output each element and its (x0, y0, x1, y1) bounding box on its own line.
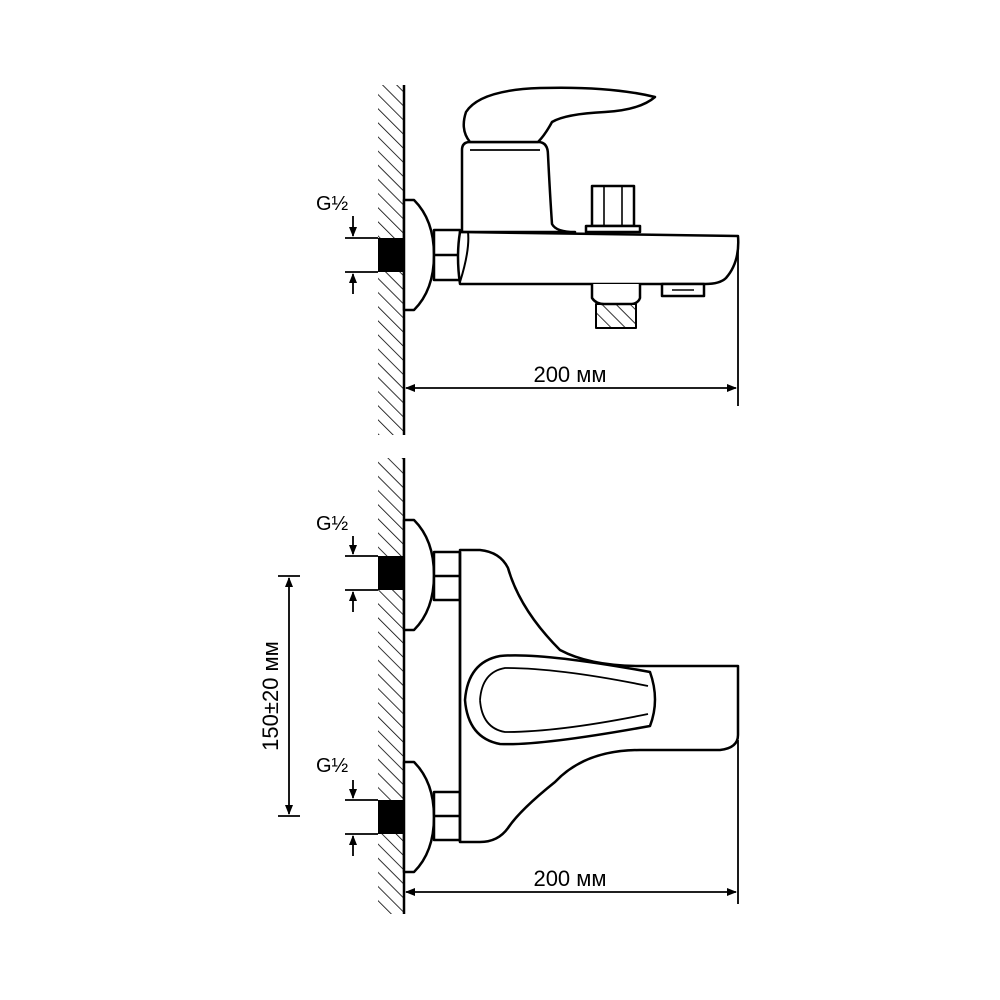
lever-handle (462, 86, 657, 144)
thread-arrows-side (345, 216, 378, 294)
width-dimension-side (405, 240, 739, 406)
width-label-top: 200 мм (533, 866, 606, 891)
spacing-label: 150±20 мм (258, 641, 283, 751)
thread-label-upper: G½ (316, 513, 349, 535)
pipe-connection-lower (378, 800, 404, 834)
hex-nut-lower (432, 790, 462, 842)
wall-top (378, 458, 406, 914)
thread-label-lower: G½ (316, 755, 349, 777)
side-view (345, 85, 740, 435)
width-dimension-top (405, 740, 739, 904)
thread-arrows-lower (345, 780, 378, 856)
hex-nut (432, 228, 462, 282)
wall-flange-lower (402, 760, 436, 874)
pipe-connection (378, 238, 404, 272)
lever-top-view (463, 654, 657, 746)
aerator (590, 284, 642, 329)
wall-flange (402, 198, 436, 312)
diverter-knob (584, 184, 642, 234)
valve-body (460, 140, 577, 234)
wall-flange-upper (402, 518, 436, 632)
top-view (278, 458, 740, 914)
hex-nut-upper (432, 550, 462, 602)
pipe-connection-upper (378, 556, 404, 590)
width-label-side: 200 мм (533, 362, 606, 387)
spout (456, 230, 740, 286)
thread-arrows-upper (345, 536, 378, 612)
shower-outlet (660, 282, 706, 298)
spacing-dimension (278, 575, 300, 817)
thread-label-side: G½ (316, 193, 349, 215)
